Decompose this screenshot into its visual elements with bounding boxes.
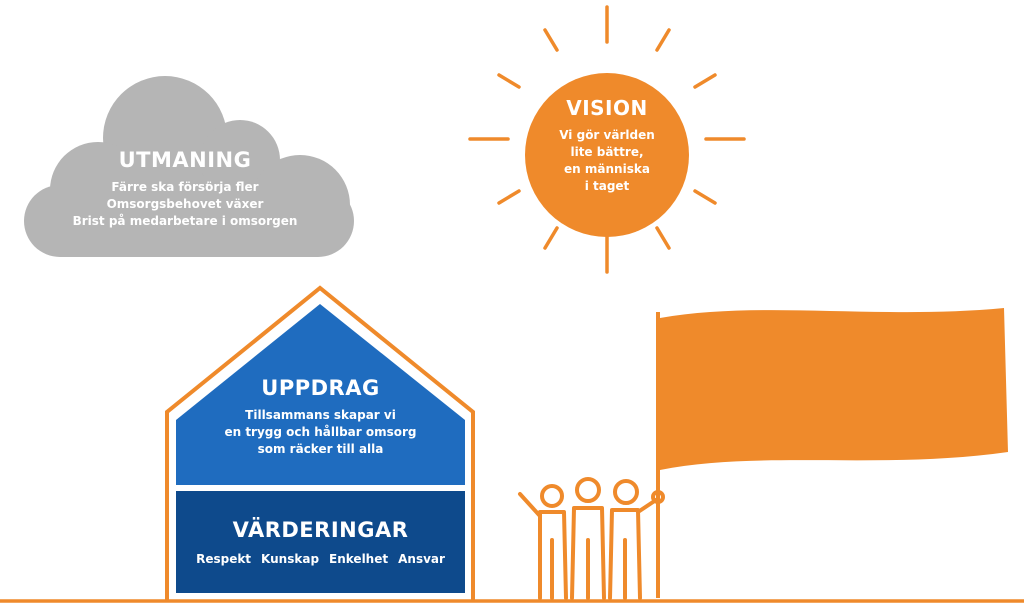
person-right-body [608, 498, 658, 600]
vision-title: VISION [566, 96, 648, 120]
person-middle-head [575, 477, 601, 503]
values-title: VÄRDERINGAR [232, 518, 409, 542]
value-item: Respekt [196, 552, 252, 566]
values-list: Respekt Kunskap Enkelhet Ansvar [176, 552, 465, 566]
mission-line-1: Tillsammans skapar vi [245, 408, 396, 422]
mission-line-2: en trygg och hållbar omsorg [224, 425, 417, 439]
person-middle-body [570, 506, 606, 600]
people-group [518, 477, 665, 600]
mission-line-3: som räcker till alla [257, 442, 384, 456]
person-left-body [518, 492, 568, 600]
value-item: Kunskap [261, 552, 320, 566]
challenge-line-1: Färre ska försörja fler [111, 180, 259, 194]
challenge-line-2: Omsorgsbehovet växer [106, 197, 264, 211]
house-outline [165, 285, 475, 601]
value-item: Ansvar [398, 552, 445, 566]
flag [660, 308, 1008, 470]
mission-title: UPPDRAG [261, 376, 380, 400]
vision-line-1: Vi gör världen [559, 128, 655, 142]
challenge-line-3: Brist på medarbetare i omsorgen [72, 214, 298, 228]
vision-line-4: i taget [584, 179, 630, 193]
values-block [176, 491, 465, 593]
challenge-cloud [24, 76, 354, 257]
value-item: Enkelhet [329, 552, 389, 566]
challenge-title: UTMANING [118, 148, 252, 172]
vision-line-3: en människa [564, 162, 650, 176]
hand-on-pole [651, 490, 665, 504]
mission-roof [176, 304, 465, 485]
sun-rays [468, 5, 746, 274]
vision-line-2: lite bättre, [570, 145, 644, 159]
vision-sun [525, 73, 689, 237]
person-left-head [540, 484, 564, 508]
person-right-head [613, 479, 639, 505]
